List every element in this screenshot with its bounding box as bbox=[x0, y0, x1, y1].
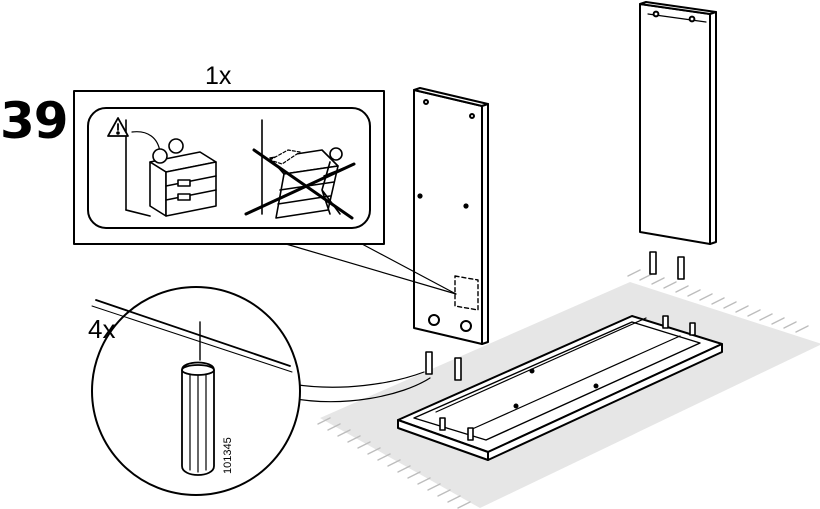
side-panel-right bbox=[640, 2, 716, 244]
wooden-dowel-icon bbox=[182, 363, 214, 476]
middle-panel bbox=[414, 88, 488, 344]
side-panel-right-dowels bbox=[650, 252, 684, 279]
step-number: 39 bbox=[0, 92, 68, 150]
callout-quantity: 1x bbox=[205, 62, 231, 91]
part-number: 101345 bbox=[222, 437, 234, 474]
dowel-quantity: 4x bbox=[88, 314, 115, 345]
